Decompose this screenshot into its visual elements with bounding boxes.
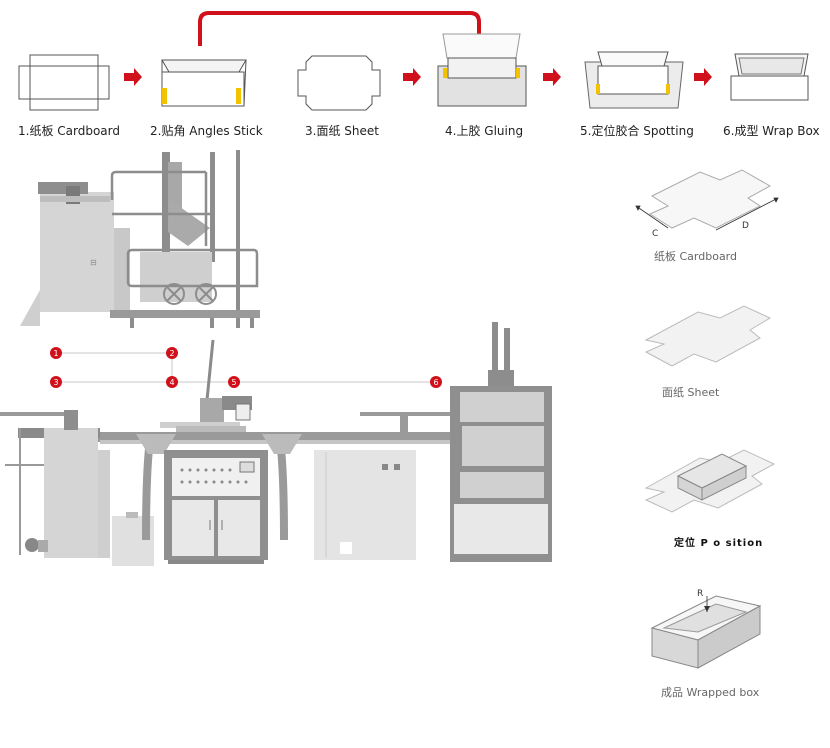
flow-arrow-icon: [694, 68, 712, 86]
marker-label: 3: [53, 378, 58, 387]
svg-text:⊟: ⊟: [90, 258, 97, 267]
cardboard-caption: 纸板 Cardboard: [654, 250, 737, 263]
marker-6: [430, 376, 442, 388]
press-unit: [450, 322, 552, 562]
marker-4: [166, 376, 178, 388]
step-label-angles-stick: 2.贴角 Angles Stick: [150, 124, 263, 138]
station-markers: 1 2 3 4 5 6: [50, 347, 442, 388]
marker-label: 1: [53, 349, 58, 358]
marker-2: [166, 347, 178, 359]
position-icon: [644, 449, 776, 513]
gluing-station: [136, 434, 302, 564]
marker-label: 4: [169, 378, 174, 387]
angle-stick-head: [160, 339, 252, 432]
marker-label: 6: [433, 378, 438, 387]
marker-1: [50, 347, 62, 359]
upper-machine: [20, 150, 260, 328]
wrapped-box-icon: [650, 595, 762, 669]
dimension-d-label: D: [742, 221, 749, 231]
sheet-flat-icon: [644, 305, 772, 367]
marker-label: 2: [169, 349, 174, 358]
sheet-caption: 面纸 Sheet: [662, 386, 720, 399]
step6-wrapbox-icon: [730, 53, 809, 101]
step1-cardboard-icon: [18, 54, 110, 111]
dimension-r-label: R: [697, 589, 703, 599]
marker-label: 5: [231, 378, 236, 387]
step-label-gluing: 4.上胶 Gluing: [445, 124, 524, 138]
step5-spotting-icon: [584, 51, 684, 109]
step-label-cardboard: 1.纸板 Cardboard: [18, 124, 120, 138]
step3-sheet-icon: [297, 55, 381, 111]
position-caption: 定位 P o sition: [674, 538, 764, 549]
marker-3: [50, 376, 62, 388]
wrapped-box-caption: 成品 Wrapped box: [661, 686, 760, 699]
marker-5: [228, 376, 240, 388]
step-label-sheet: 3.面纸 Sheet: [305, 124, 379, 138]
flow-arrow-icon: [543, 68, 561, 86]
step-label-wrap-box: 6.成型 Wrap Box: [723, 124, 820, 138]
flow-arrow-icon: [124, 68, 142, 86]
machine-diagram: ⊟: [0, 150, 552, 566]
flow-arrow-icon: [403, 68, 421, 86]
step-label-spotting: 5.定位胶合 Spotting: [580, 124, 694, 138]
cardboard-flat-icon: [648, 169, 772, 229]
step2-angles-icon: [161, 59, 247, 107]
process-flow-graphic: [18, 11, 809, 111]
step4-gluing-icon: [437, 33, 527, 107]
flow-return-arrow: [198, 11, 481, 46]
dimension-c-label: C: [652, 229, 658, 239]
middle-cabinet: [314, 412, 450, 560]
